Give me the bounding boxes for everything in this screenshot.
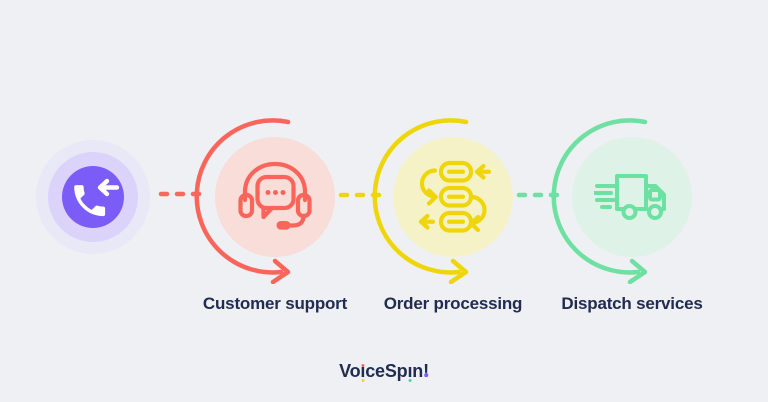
logo-exclamation: ! — [423, 361, 429, 381]
customer-support-label: Customer support — [202, 294, 348, 313]
customer-support-circle — [215, 137, 335, 257]
cycle-arrow-icon — [194, 118, 291, 284]
logo-purple-dot — [424, 373, 428, 377]
delivery-truck-icon — [594, 174, 666, 220]
cycle-arrow-icon — [551, 118, 648, 284]
dispatch-services-label: Dispatch services — [561, 294, 703, 313]
logo-letter-i1: ı — [360, 361, 366, 382]
logo-text-part: Vo — [339, 361, 361, 381]
logo-text-part: Sp — [384, 361, 408, 381]
incoming-call-icon — [74, 178, 120, 217]
logo-letter-i2: ı — [407, 361, 413, 382]
workflow-icon — [418, 160, 491, 233]
incoming-call-circle — [62, 166, 124, 228]
logo-red-dot — [361, 363, 365, 367]
headset-icon — [238, 161, 312, 230]
dispatch-services-circle — [572, 137, 692, 257]
step-dispatch-services: Dispatch services — [537, 110, 727, 320]
logo-yellow-dot — [361, 378, 365, 382]
logo-text-part: ce — [365, 361, 385, 381]
logo-text-part: n — [412, 361, 424, 381]
step-customer-support: Customer support — [180, 110, 370, 320]
logo-teal-dot — [408, 378, 412, 382]
step-order-processing: Order processing — [358, 110, 548, 320]
order-processing-label: Order processing — [383, 294, 523, 313]
cycle-arrow-icon — [372, 118, 469, 284]
